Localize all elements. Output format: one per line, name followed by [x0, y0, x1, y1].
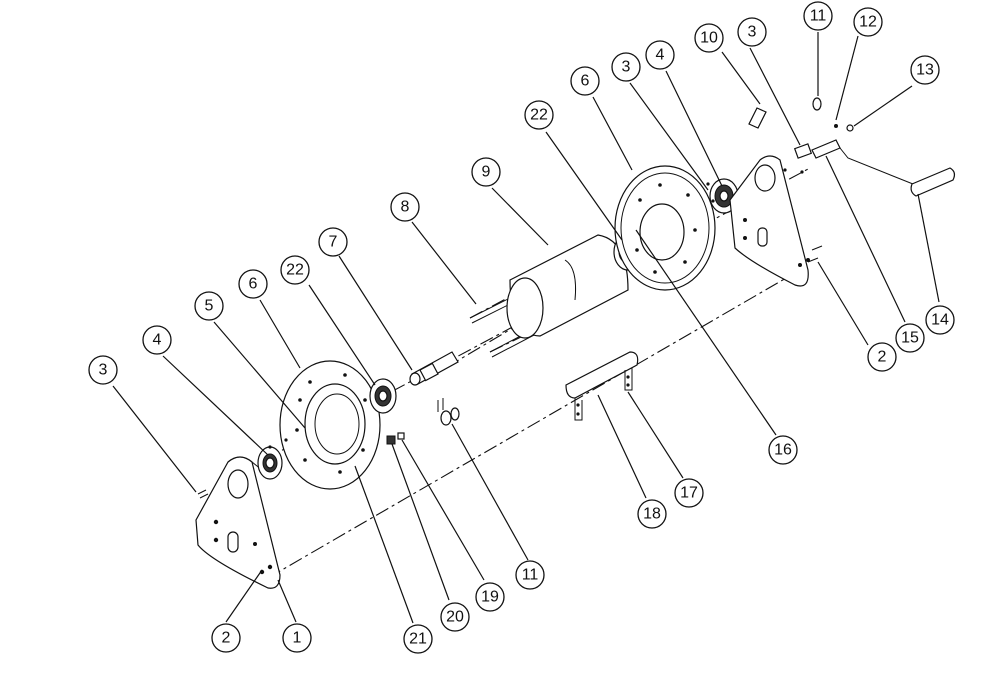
left-side-plate: [195, 456, 281, 589]
svg-text:17: 17: [680, 485, 698, 502]
svg-text:8: 8: [401, 199, 410, 216]
callout-7: 7: [318, 227, 348, 257]
callout-20: 20: [440, 602, 470, 632]
svg-text:12: 12: [859, 14, 877, 31]
callout-2-left: 2: [211, 623, 241, 653]
callout-6-right: 6: [570, 66, 600, 96]
callout-10: 10: [694, 23, 724, 53]
svg-text:16: 16: [774, 442, 792, 459]
callout-1: 1: [282, 623, 312, 653]
svg-text:18: 18: [643, 506, 661, 523]
callout-12: 12: [853, 7, 883, 37]
svg-text:3: 3: [622, 59, 631, 76]
svg-text:3: 3: [99, 362, 108, 379]
callout-15: 15: [895, 323, 925, 353]
callout-16: 16: [768, 435, 798, 465]
callout-8: 8: [390, 192, 420, 222]
svg-text:10: 10: [700, 30, 718, 47]
shaft: [409, 351, 459, 386]
svg-text:19: 19: [481, 589, 499, 606]
callout-14: 14: [925, 305, 955, 335]
svg-text:6: 6: [249, 276, 258, 293]
svg-text:11: 11: [522, 567, 539, 584]
callout-18: 18: [637, 499, 667, 529]
svg-text:22: 22: [286, 262, 304, 279]
callout-22-left: 22: [280, 255, 310, 285]
svg-text:7: 7: [329, 234, 338, 251]
callout-22-right: 22: [524, 100, 554, 130]
svg-text:22: 22: [530, 107, 548, 124]
callout-3-left: 3: [88, 355, 118, 385]
callout-2-right: 2: [867, 342, 897, 372]
callout-5: 5: [194, 291, 224, 321]
svg-text:2: 2: [222, 630, 231, 647]
left-flange: [279, 360, 381, 490]
drum: [506, 234, 629, 339]
svg-text:11: 11: [810, 8, 827, 25]
callout-9: 9: [471, 157, 501, 187]
callout-13: 13: [910, 55, 940, 85]
callout-3-top: 3: [737, 17, 767, 47]
lower-pin: [437, 398, 460, 426]
callout-11-top: 11: [803, 1, 833, 31]
left-bearing: [257, 446, 283, 480]
svg-text:2: 2: [878, 349, 887, 366]
crank-assembly: [748, 97, 956, 197]
callout-6-left: 6: [238, 269, 268, 299]
right-side-plate: [729, 155, 810, 287]
svg-text:6: 6: [581, 73, 590, 90]
svg-text:4: 4: [153, 332, 162, 349]
svg-text:20: 20: [446, 609, 464, 626]
svg-text:13: 13: [916, 62, 934, 79]
left-hub-bearing: [369, 378, 397, 414]
tie-bar: [565, 351, 639, 421]
svg-text:1: 1: [293, 630, 302, 647]
callout-3-middle: 3: [611, 52, 641, 82]
svg-text:3: 3: [748, 24, 757, 41]
small-fasteners: [386, 432, 405, 445]
leader-lines: [112, 32, 940, 624]
svg-text:21: 21: [409, 631, 427, 648]
svg-text:4: 4: [656, 47, 665, 64]
svg-text:15: 15: [901, 330, 919, 347]
right-flange: [614, 165, 716, 291]
svg-text:14: 14: [931, 312, 949, 329]
callout-4-left: 4: [142, 325, 172, 355]
callout-21: 21: [403, 624, 433, 654]
callout-11-bottom: 11: [515, 560, 545, 590]
callout-4-right: 4: [645, 40, 675, 70]
svg-text:5: 5: [205, 298, 214, 315]
screws: [197, 168, 823, 499]
callout-17: 17: [674, 478, 704, 508]
callout-19: 19: [475, 582, 505, 612]
callouts: 1 2 2 3 3 3 4 4 5 6 6 7 8 9 10 11 11 12 …: [88, 1, 955, 654]
svg-text:9: 9: [482, 164, 491, 181]
